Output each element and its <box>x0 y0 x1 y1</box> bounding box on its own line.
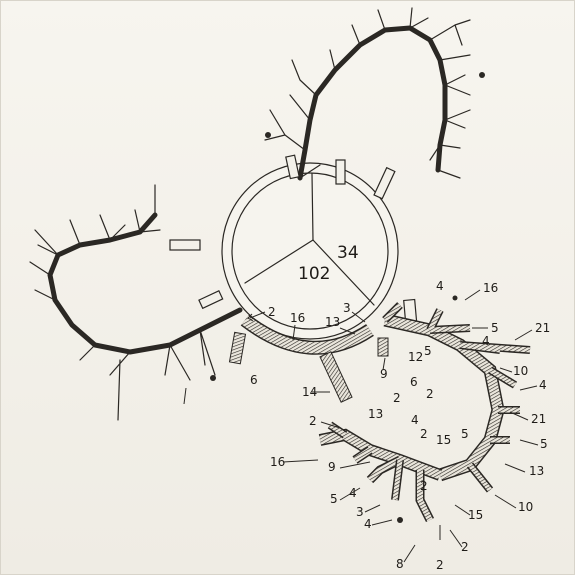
branch-label: 4 <box>482 334 490 348</box>
branch-label: 15 <box>468 508 483 522</box>
branch-label: 21 <box>531 412 546 426</box>
upper-plain-branch <box>265 8 485 199</box>
branch-label: 4 <box>364 517 372 531</box>
left-plain-branch <box>30 185 240 420</box>
upper-right-tip-dot <box>479 72 485 78</box>
branch-label: 2 <box>420 427 428 441</box>
branch-label: 4 <box>539 378 547 392</box>
upper-tip-dot <box>265 132 271 138</box>
branch-label: 2 <box>393 391 401 405</box>
branch-label: 2 <box>436 558 444 572</box>
branch-label: 8 <box>396 557 404 571</box>
branch-label: 10 <box>518 500 533 514</box>
branch-label: 13 <box>529 464 544 478</box>
branch-label: 10 <box>513 364 528 378</box>
branch-label: 2 <box>461 540 469 554</box>
branch-label: 16 <box>483 281 498 295</box>
branch-label: 15 <box>436 433 451 447</box>
branch-label: 2 <box>309 414 317 428</box>
branch-label: 9 <box>380 367 388 381</box>
branch-label: 5 <box>461 427 469 441</box>
branch-label: 2 <box>426 387 434 401</box>
branch-label: 13 <box>325 315 340 329</box>
branch-label: 12 <box>408 350 423 364</box>
hub-count-upper: 34 <box>337 243 359 263</box>
branch-label: 3 <box>343 301 351 315</box>
branch-label: 13 <box>368 407 383 421</box>
branch-label: 16 <box>270 455 285 469</box>
branch-label: 4 <box>349 486 357 500</box>
branch-label: 5 <box>330 492 338 506</box>
branch-label: 4 <box>411 413 419 427</box>
branch-label: 5 <box>540 437 548 451</box>
branch-label: 5 <box>424 344 432 358</box>
branch-label: 3 <box>356 505 364 519</box>
branch-label: 2 <box>420 479 428 493</box>
branch-label: 5 <box>491 321 499 335</box>
branch-label: 6 <box>250 373 258 387</box>
hub-count-lower: 102 <box>298 264 330 284</box>
central-hub <box>222 163 398 339</box>
branch-label: 16 <box>290 311 305 325</box>
branch-label: 21 <box>535 321 550 335</box>
branch-label: 9 <box>328 460 336 474</box>
left-tip-dot <box>210 375 216 381</box>
branch-label: 2 <box>268 305 276 319</box>
branch-label: 6 <box>410 375 418 389</box>
branch-label: 4 <box>436 279 444 293</box>
